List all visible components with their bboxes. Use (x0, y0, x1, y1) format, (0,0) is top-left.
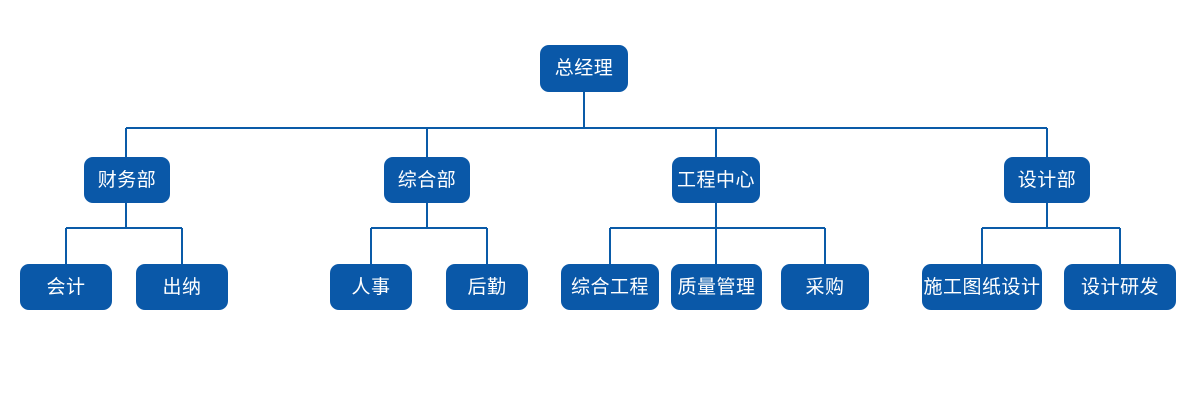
node-label: 总经理 (554, 57, 614, 79)
node-label: 工程中心 (676, 168, 755, 191)
org-node-team-8[interactable]: 设计研发 (1064, 264, 1176, 310)
org-node-root[interactable]: 总经理 (540, 45, 628, 92)
node-label: 采购 (805, 275, 845, 298)
org-node-team-6[interactable]: 采购 (781, 264, 869, 310)
node-label: 设计研发 (1080, 275, 1159, 298)
org-node-dept-1[interactable]: 综合部 (384, 157, 470, 203)
node-label: 后勤 (467, 275, 507, 298)
node-label: 综合工程 (570, 275, 649, 298)
node-label: 会计 (46, 275, 86, 298)
node-label: 财务部 (97, 168, 157, 191)
org-node-team-4[interactable]: 综合工程 (561, 264, 659, 310)
node-label: 综合部 (397, 168, 457, 191)
org-node-dept-2[interactable]: 工程中心 (672, 157, 760, 203)
node-label: 施工图纸设计 (923, 275, 1041, 298)
node-label: 设计部 (1017, 168, 1077, 191)
org-node-team-7[interactable]: 施工图纸设计 (922, 264, 1042, 310)
node-label: 人事 (351, 275, 391, 298)
org-node-team-5[interactable]: 质量管理 (671, 264, 762, 310)
org-node-team-2[interactable]: 人事 (330, 264, 412, 310)
node-label: 出纳 (162, 275, 202, 298)
org-node-team-3[interactable]: 后勤 (446, 264, 528, 310)
org-node-dept-3[interactable]: 设计部 (1004, 157, 1090, 203)
org-node-team-0[interactable]: 会计 (20, 264, 112, 310)
node-label: 质量管理 (677, 275, 756, 298)
org-node-dept-0[interactable]: 财务部 (84, 157, 170, 203)
org-node-team-1[interactable]: 出纳 (136, 264, 228, 310)
